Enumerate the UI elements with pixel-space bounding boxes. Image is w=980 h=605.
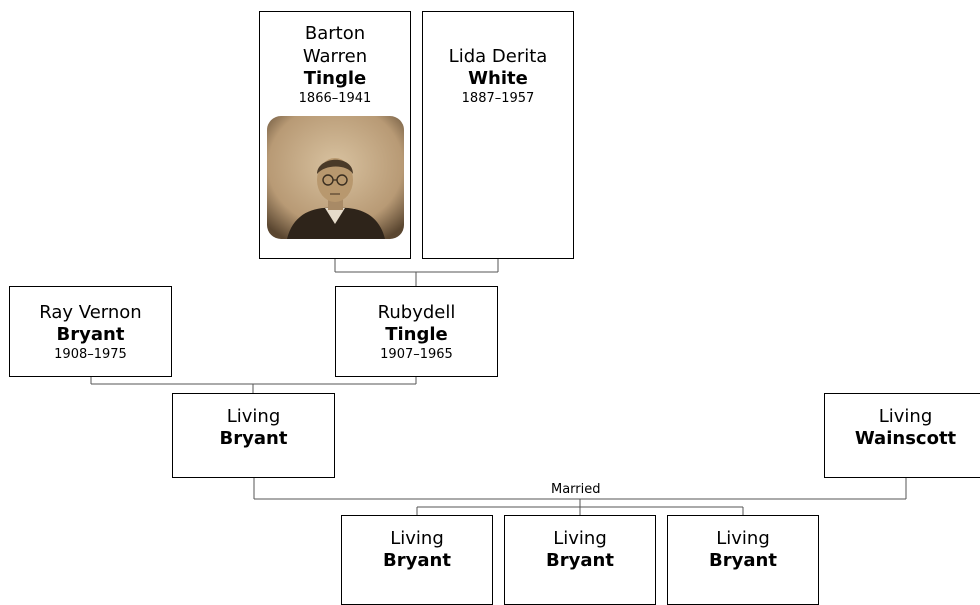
person-dates: 1908–1975 — [54, 347, 127, 362]
person-box-rubydell-tingle[interactable]: Rubydell Tingle 1907–1965 — [335, 286, 498, 377]
person-box-child-3[interactable]: Living Bryant — [667, 515, 819, 605]
person-surname: Bryant — [383, 550, 451, 571]
person-surname: White — [468, 68, 528, 89]
person-box-child-2[interactable]: Living Bryant — [504, 515, 656, 605]
person-dates: 1907–1965 — [380, 347, 453, 362]
person-given-name: Living — [878, 406, 933, 427]
person-given-name: Living — [553, 528, 607, 549]
person-dates: 1866–1941 — [298, 91, 372, 106]
person-surname: Wainscott — [854, 428, 957, 449]
person-given-name: Ray Vernon — [39, 302, 142, 323]
portrait-photo[interactable] — [266, 116, 404, 239]
person-surname: Bryant — [219, 428, 288, 449]
person-dates: 1887–1957 — [461, 91, 535, 106]
person-given-name: Living — [716, 528, 770, 549]
person-given-name: Rubydell — [377, 302, 456, 323]
portrait-image — [266, 116, 404, 239]
person-given-name: Living — [226, 406, 281, 427]
person-given-name: Barton Warren — [302, 23, 368, 67]
person-surname: Bryant — [709, 550, 777, 571]
person-surname: Bryant — [546, 550, 614, 571]
person-given-name: Living — [390, 528, 444, 549]
person-box-child-1[interactable]: Living Bryant — [341, 515, 493, 605]
person-surname: Tingle — [385, 324, 448, 345]
person-box-living-wainscott[interactable]: Living Wainscott — [824, 393, 980, 478]
person-box-living-bryant-parent[interactable]: Living Bryant — [172, 393, 335, 478]
person-box-barton-tingle[interactable]: Barton Warren Tingle 1866–1941 — [259, 11, 411, 259]
person-box-ray-bryant[interactable]: Ray Vernon Bryant 1908–1975 — [9, 286, 172, 377]
relationship-label: Married — [549, 482, 603, 498]
person-given-name: Lida Derita — [448, 46, 548, 67]
person-surname: Tingle — [303, 68, 367, 89]
person-box-lida-white[interactable]: Lida Derita White 1887–1957 — [422, 11, 574, 259]
person-surname: Bryant — [56, 324, 125, 345]
